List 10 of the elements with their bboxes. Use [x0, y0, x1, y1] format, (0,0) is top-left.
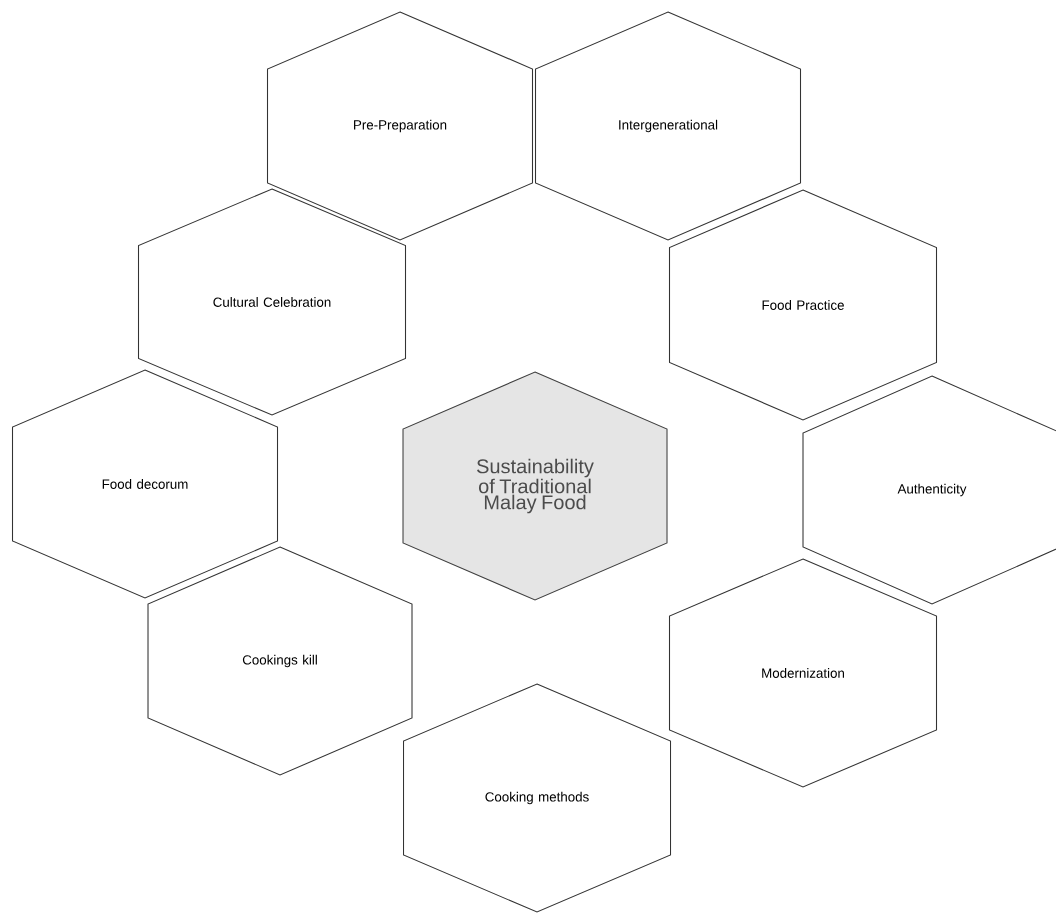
hexagon: Food decorum [11, 369, 279, 599]
hexagon: Cooking methods [402, 683, 672, 913]
hexagon: Cookings kill [147, 546, 413, 776]
hexagon: Authenticity [802, 375, 1056, 605]
hexagon: Intergenerational [534, 11, 802, 241]
hexagon: Sustainability of Traditional Malay Food [402, 371, 668, 601]
hexagon: Modernization [668, 558, 938, 788]
hexagon: Food Practice [668, 189, 938, 421]
hexagon: Pre-Preparation [266, 11, 534, 241]
hexagon: Cultural Celebration [137, 188, 407, 416]
